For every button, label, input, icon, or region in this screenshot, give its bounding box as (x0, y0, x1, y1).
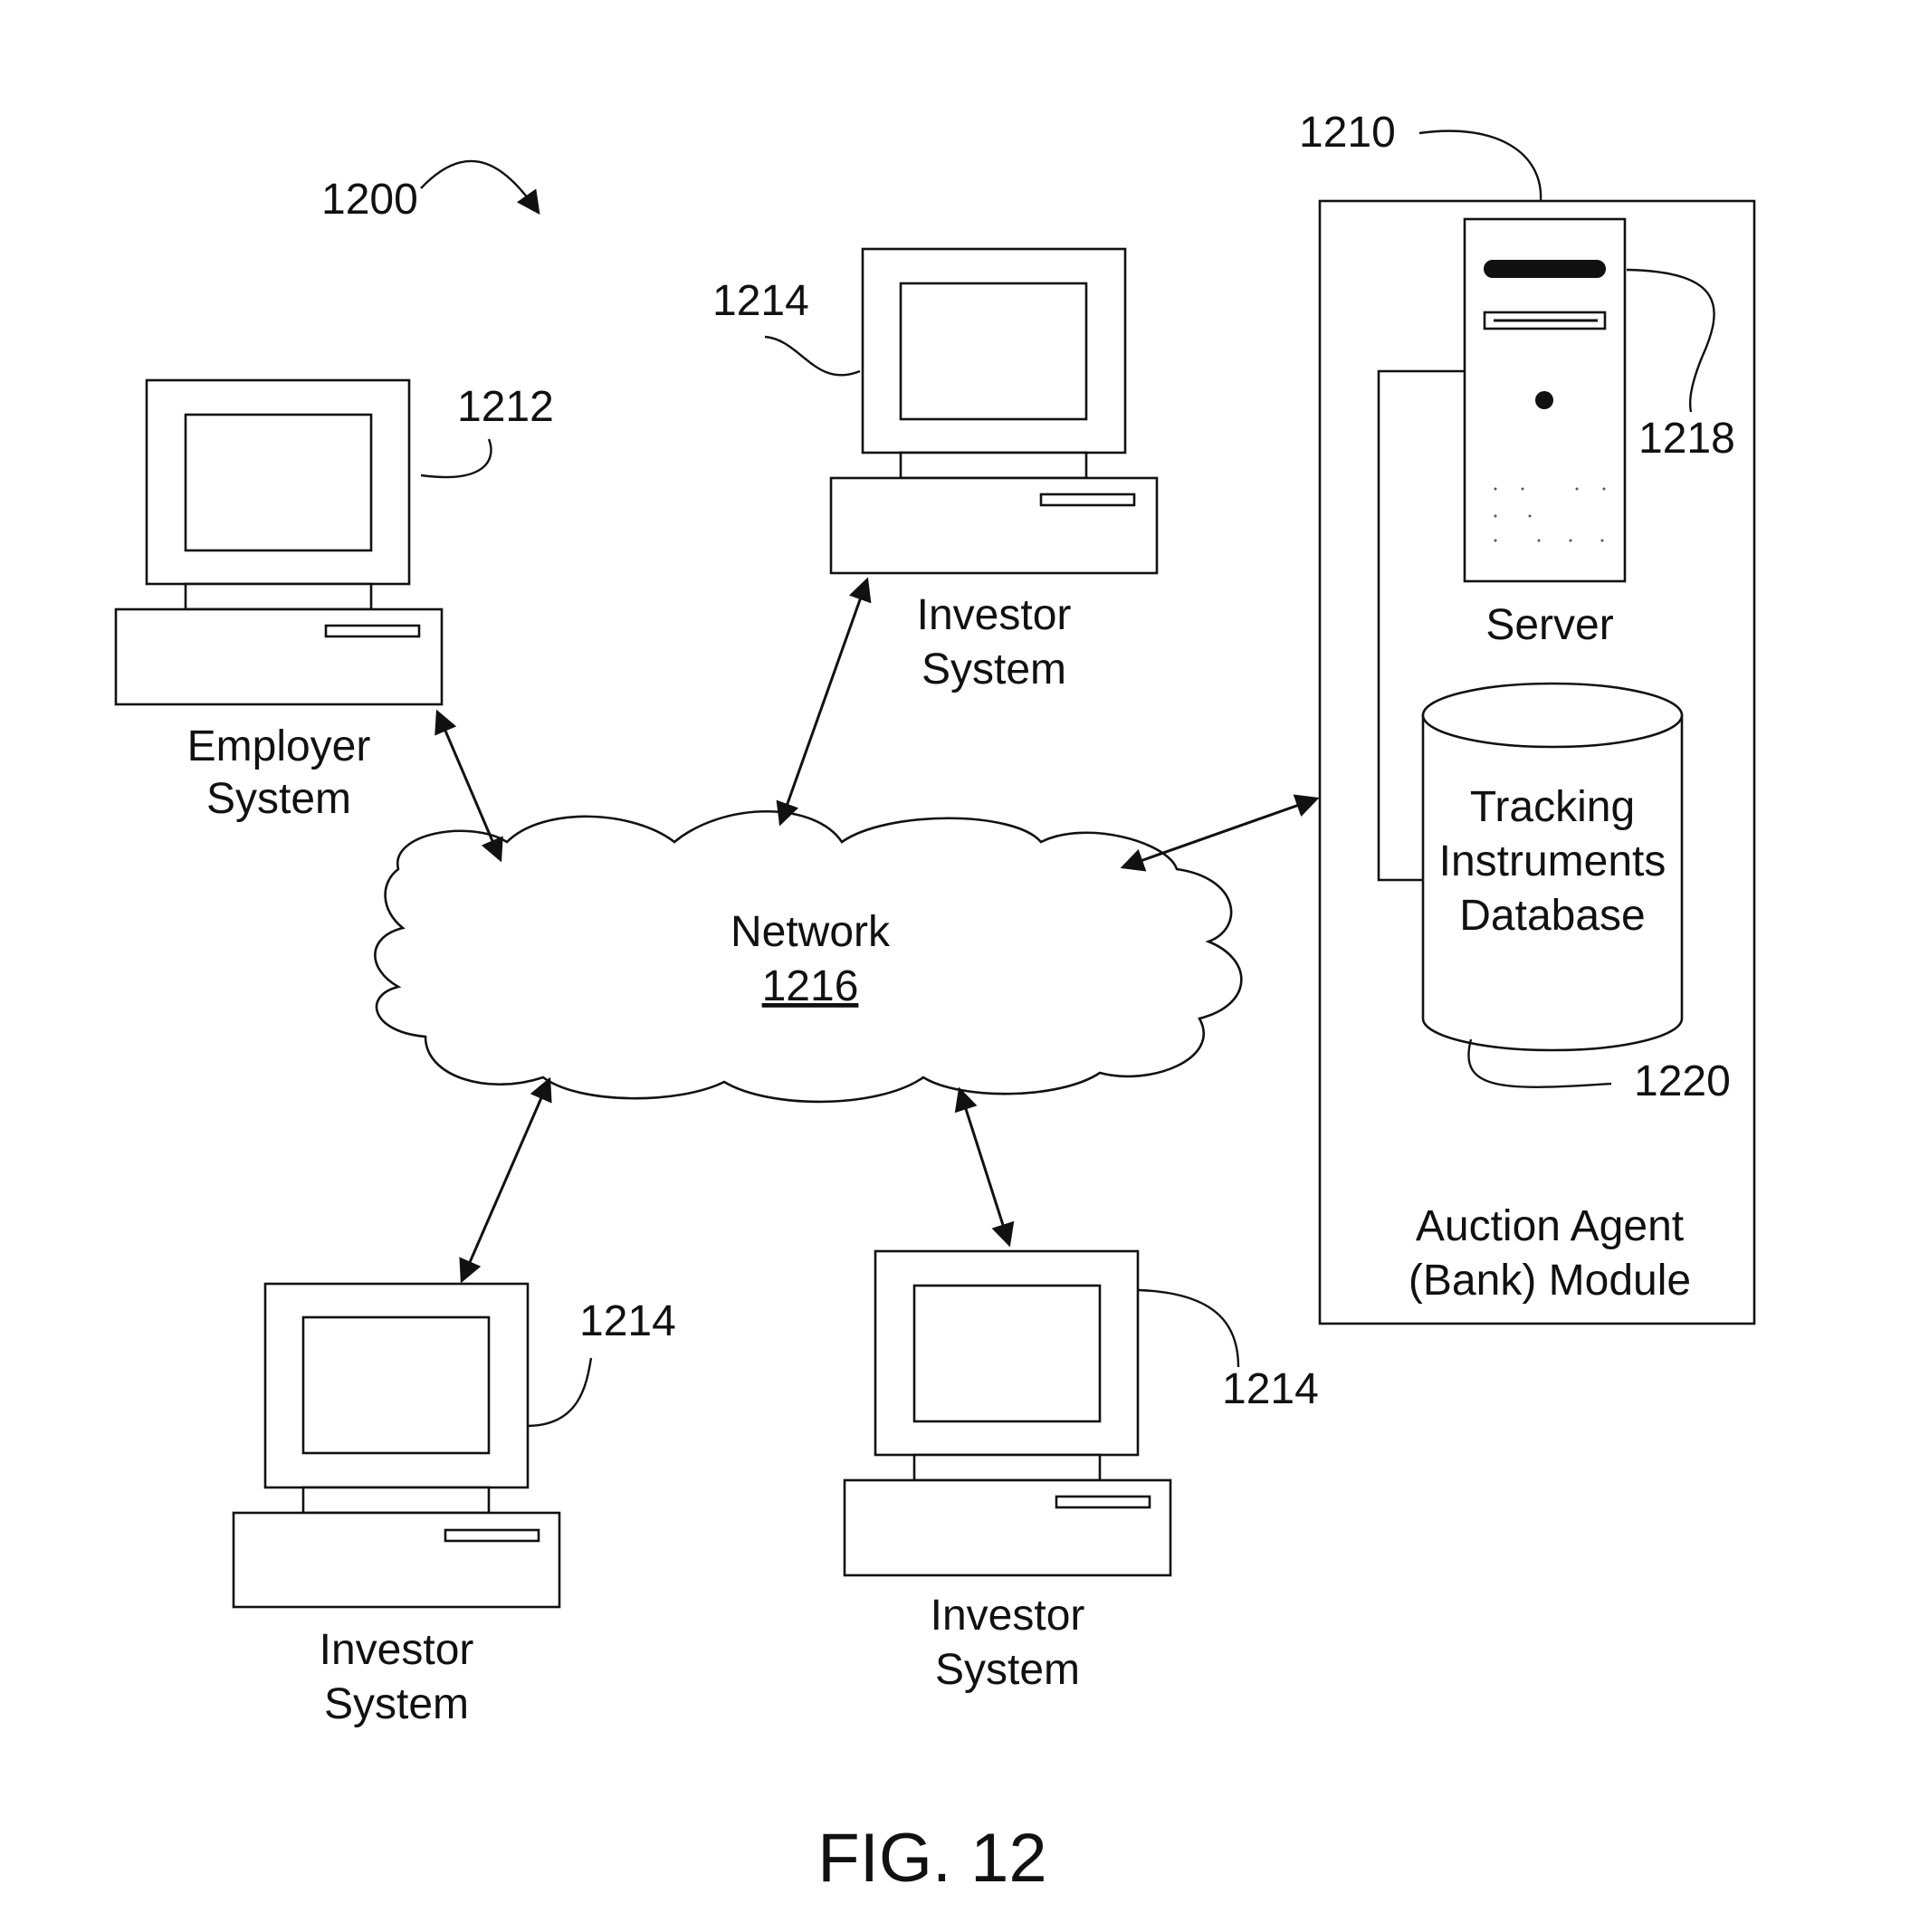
investor-br-ref-leader (1139, 1290, 1238, 1367)
module-network-link (1122, 799, 1317, 867)
server-icon (1465, 219, 1625, 581)
server-ref-number: 1218 (1638, 415, 1735, 463)
investor-bl-ref-number: 1214 (579, 1297, 676, 1345)
module-label-line2: (Bank) Module (1409, 1257, 1691, 1305)
investor-system-top: 1214 Investor System (712, 249, 1157, 693)
system-ref-arrow (421, 161, 539, 213)
computer-icon (116, 380, 442, 704)
investor-bl-ref-leader (527, 1358, 591, 1426)
employer-label-line1: Employer (187, 722, 371, 770)
employer-label-line2: System (206, 775, 351, 823)
investor-br-network-link (960, 1089, 1009, 1245)
computer-icon (234, 1284, 559, 1607)
investor-top-ref-number: 1214 (712, 277, 809, 325)
investor-top-label-line2: System (922, 646, 1066, 693)
computer-icon (845, 1251, 1170, 1575)
database-label-line2: Instruments (1439, 837, 1666, 885)
investor-bl-network-link (462, 1079, 549, 1281)
module-label-line1: Auction Agent (1416, 1202, 1684, 1250)
module-ref-number: 1210 (1299, 109, 1396, 157)
investor-bl-label-line1: Investor (320, 1626, 474, 1674)
module-ref-leader (1419, 131, 1541, 201)
database-label-line3: Database (1459, 892, 1645, 940)
auction-agent-module: 1210 Auction Agent (Bank) Module 1218 Se… (1299, 109, 1754, 1324)
investor-top-label-line1: Investor (917, 591, 1072, 639)
investor-system-bottom-right: 1214 Investor System (845, 1251, 1319, 1694)
figure-caption: FIG. 12 (817, 1820, 1046, 1897)
network-ref-number: 1216 (762, 962, 859, 1010)
system-reference: 1200 (321, 161, 539, 224)
investor-system-bottom-left: 1214 Investor System (234, 1284, 676, 1728)
investor-top-network-link (780, 579, 867, 824)
network-label: Network (731, 908, 891, 956)
computer-icon (831, 249, 1157, 573)
network-cloud: Network 1216 (375, 811, 1241, 1102)
system-ref-number: 1200 (321, 176, 418, 224)
employer-ref-leader (421, 439, 491, 477)
investor-top-ref-leader (765, 337, 860, 375)
investor-br-label-line1: Investor (931, 1592, 1085, 1640)
server-label: Server (1485, 601, 1613, 649)
investor-br-label-line2: System (935, 1646, 1080, 1694)
database-ref-number: 1220 (1634, 1057, 1731, 1105)
employer-system: 1212 Employer System (116, 380, 554, 823)
investor-br-ref-number: 1214 (1222, 1365, 1319, 1413)
database-label-line1: Tracking (1470, 783, 1635, 831)
employer-ref-number: 1212 (457, 383, 554, 431)
investor-bl-label-line2: System (324, 1680, 469, 1728)
